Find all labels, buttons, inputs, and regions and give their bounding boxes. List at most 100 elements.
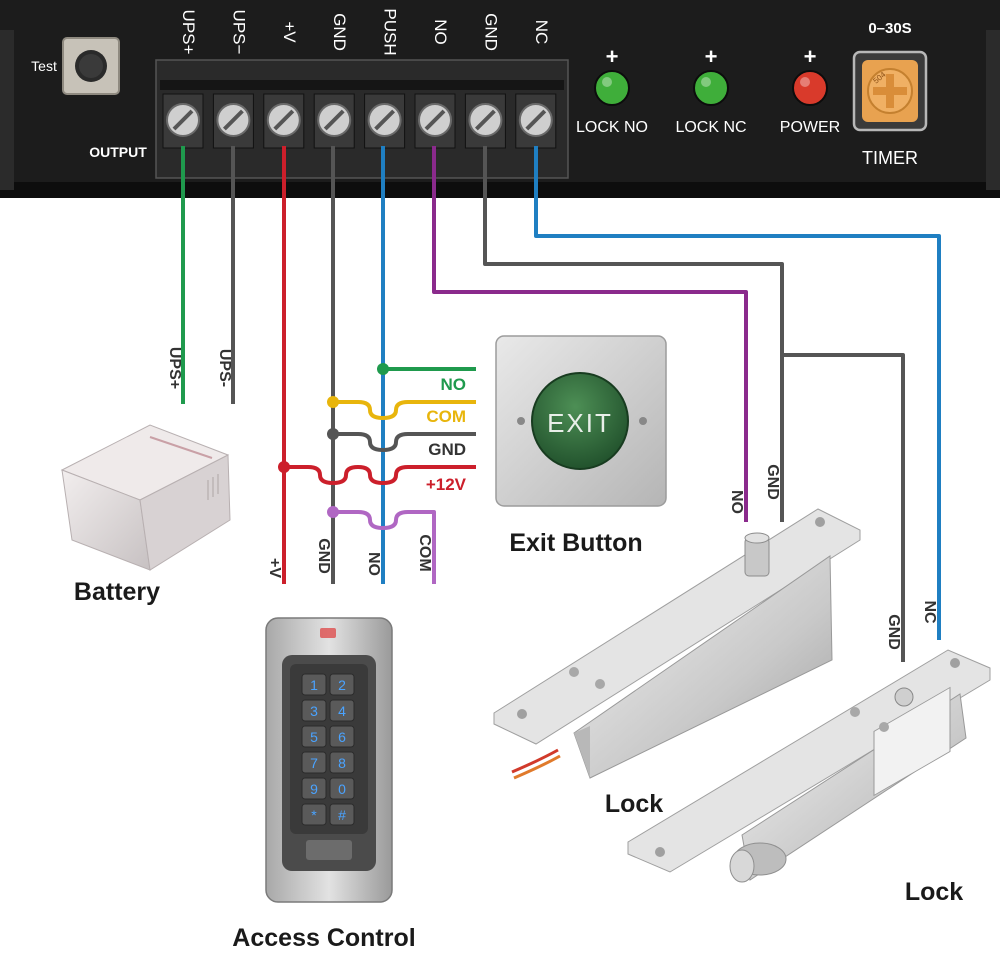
- terminal-screw-6[interactable]: [414, 93, 456, 149]
- exit-wire-label-12v: +12V: [426, 475, 467, 494]
- lock-1-device: [493, 508, 861, 780]
- keypad-key-label: 5: [310, 729, 318, 745]
- terminal-label-4: GND: [330, 13, 349, 51]
- keypad-key-label: *: [311, 807, 317, 823]
- led-plus-sign: +: [606, 44, 619, 69]
- led-light-icon: [594, 70, 630, 106]
- keypad-key-label: 3: [310, 703, 318, 719]
- keypad-key[interactable]: 0: [329, 777, 355, 800]
- led-light-icon: [693, 70, 729, 106]
- keypad-keys: 1 2 3 4 5 6 7 8 9 0 * #: [301, 673, 355, 826]
- terminal-label-3: +V: [280, 21, 299, 43]
- led-2: + LOCK NC: [675, 44, 746, 136]
- access-wire-label-no: NO: [365, 552, 382, 576]
- terminal-screw-3[interactable]: [263, 93, 305, 149]
- led-label: LOCK NO: [576, 119, 648, 136]
- terminal-labels: UPS+ UPS− +V GND PUSH NO GND NC: [179, 8, 551, 55]
- terminal-label-2: UPS−: [229, 10, 248, 55]
- keypad-key[interactable]: 2: [329, 673, 355, 696]
- keypad-key-label: 2: [338, 677, 346, 693]
- wire-lock-gnd: [483, 146, 784, 522]
- terminal-label-8: NC: [532, 20, 551, 45]
- access-control-label: Access Control: [232, 924, 415, 952]
- keypad-key-label: 7: [310, 755, 318, 771]
- battery-wire-label-ups-minus: UPS-: [216, 349, 233, 387]
- wire-exit-com: [333, 400, 476, 420]
- keypad-key[interactable]: 4: [329, 699, 355, 722]
- keypad-key[interactable]: 5: [301, 725, 327, 748]
- lock-2-label: Lock: [905, 878, 963, 906]
- exit-button-face-text: EXIT: [547, 408, 613, 438]
- battery-label: Battery: [74, 578, 160, 606]
- panel-bottom-edge: [0, 182, 1000, 198]
- wire-lock-no: [432, 146, 748, 522]
- keypad-key-label: 6: [338, 729, 346, 745]
- terminal-label-5: PUSH: [381, 8, 400, 55]
- wire-lock-nc: [534, 146, 941, 640]
- panel-side-flange: [0, 30, 14, 190]
- wire-access-com: [333, 510, 436, 584]
- lock-2-device: [627, 649, 991, 883]
- keypad-key[interactable]: *: [301, 803, 327, 826]
- keypad-key-label: 9: [310, 781, 318, 797]
- led-label: LOCK NC: [675, 119, 746, 136]
- timer-label: TIMER: [862, 148, 918, 168]
- battery-box: [60, 424, 231, 571]
- keypad-key[interactable]: 3: [301, 699, 327, 722]
- terminal-screw-7[interactable]: [464, 93, 506, 149]
- keypad-key[interactable]: 7: [301, 751, 327, 774]
- lock2-wire-label-nc: NC: [921, 600, 938, 624]
- led-3: + POWER: [780, 44, 840, 136]
- lock-1-label: Lock: [605, 790, 663, 818]
- panel-side-flange-right: [986, 30, 1000, 190]
- led-label: POWER: [780, 119, 840, 136]
- terminal-label-7: GND: [481, 13, 500, 51]
- battery-wire-label-ups-plus: UPS+: [166, 347, 183, 389]
- terminal-screws: [162, 93, 557, 149]
- keypad-key[interactable]: 6: [329, 725, 355, 748]
- access-wire-label-gnd: GND: [315, 538, 332, 574]
- keypad-key[interactable]: 8: [329, 751, 355, 774]
- exit-wire-label-com: COM: [426, 407, 466, 426]
- keypad-key-label: 4: [338, 703, 346, 719]
- keypad-key[interactable]: #: [329, 803, 355, 826]
- terminal-screw-4[interactable]: [313, 93, 355, 149]
- wire-junctions: [278, 363, 389, 518]
- terminal-screw-1[interactable]: [162, 93, 204, 149]
- status-leds: + LOCK NO + LOCK NC + POWER: [576, 44, 840, 136]
- keypad-key-label: 1: [310, 677, 318, 693]
- timer-potentiometer[interactable]: 504: [852, 50, 928, 132]
- exit-wire-label-no: NO: [441, 375, 467, 394]
- lock1-wire-label-no: NO: [728, 490, 745, 514]
- wire-exit-gnd: [333, 432, 476, 452]
- keypad-key-label: #: [338, 807, 346, 823]
- test-label: Test: [31, 58, 57, 74]
- exit-button-device: EXIT: [495, 335, 667, 507]
- exit-button-label: Exit Button: [509, 529, 642, 557]
- test-button[interactable]: [62, 37, 120, 95]
- led-plus-sign: +: [705, 44, 718, 69]
- keypad-key-label: 0: [338, 781, 346, 797]
- lock2-wire-label-gnd: GND: [885, 614, 902, 650]
- keypad-key[interactable]: 9: [301, 777, 327, 800]
- lock1-wire-label-gnd: GND: [764, 464, 781, 500]
- led-1: + LOCK NO: [576, 44, 648, 136]
- wire-lock2-gnd: [782, 353, 905, 662]
- wire-exit-12v: [284, 465, 476, 485]
- timer-range-label: 0–30S: [868, 20, 911, 37]
- wires: [181, 146, 941, 662]
- terminal-screw-2[interactable]: [212, 93, 254, 149]
- led-light-icon: [792, 70, 828, 106]
- keypad-key[interactable]: 1: [301, 673, 327, 696]
- keypad-key-label: 8: [338, 755, 346, 771]
- access-control-keypad: 1 2 3 4 5 6 7 8 9 0 * #: [265, 617, 393, 903]
- access-wire-label-plus-v: +V: [266, 558, 283, 578]
- terminal-label-1: UPS+: [179, 10, 198, 55]
- access-wire-label-com: COM: [416, 534, 433, 571]
- led-plus-sign: +: [804, 44, 817, 69]
- terminal-screw-8[interactable]: [515, 93, 557, 149]
- terminal-screw-5[interactable]: [364, 93, 406, 149]
- terminal-label-6: NO: [431, 19, 450, 45]
